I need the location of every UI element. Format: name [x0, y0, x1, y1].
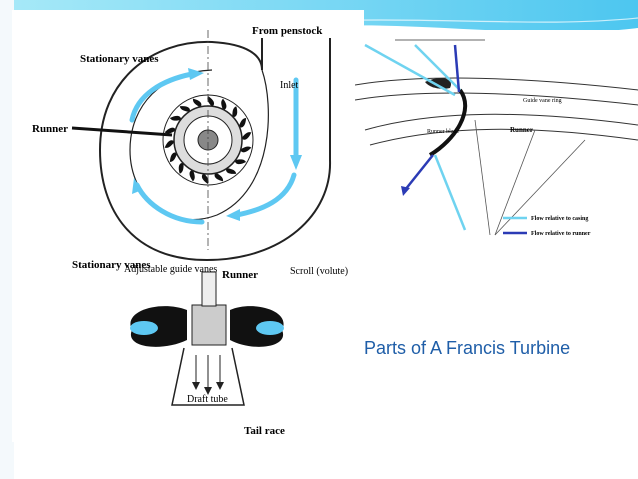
label-stationary-vanes-top: Stationary vanes: [80, 53, 159, 65]
slide-caption: Parts of A Francis Turbine: [364, 338, 571, 358]
label-runner-bottom: Runner: [222, 269, 258, 281]
guide-vane: [225, 167, 237, 174]
turbine-section: [130, 271, 284, 406]
label-runner-blade: Runner blade: [427, 129, 459, 135]
guide-vane: [189, 169, 195, 182]
guide-vane: [238, 118, 247, 128]
runner-arc: [364, 113, 638, 131]
label-inlet: Inlet: [280, 80, 299, 91]
label-adjustable-guide-vanes: Adjustable guide vanes: [124, 264, 217, 275]
guide-vane: [201, 173, 209, 184]
label-from-penstock: From penstock: [252, 25, 323, 37]
runner-blade: [428, 88, 468, 157]
legend-casing-label: Flow relative to casing: [531, 216, 588, 222]
velocity-triangle-diagram: Guide vane ring Runner Runner blade Flow…: [354, 30, 638, 243]
draft-tube: [171, 347, 245, 406]
runner-hub: [191, 304, 227, 346]
francis-turbine-drawing: From penstock Stationary vanes Inlet Run…: [32, 25, 348, 437]
legend-runner-label: Flow relative to runner: [531, 231, 591, 237]
guide-vane: [241, 132, 252, 140]
scroll-casing: [98, 38, 332, 262]
guide-vane: [239, 146, 252, 153]
guide-vane: [232, 106, 238, 118]
label-tail-race: Tail race: [244, 425, 285, 437]
guide-vane: [192, 98, 202, 108]
shaft: [201, 271, 217, 307]
guide-vane: [164, 127, 177, 134]
guide-vane: [164, 140, 175, 148]
guide-vane: [221, 98, 227, 111]
flow-arrows: [129, 71, 299, 225]
label-guide-vane-ring: Guide vane ring: [523, 98, 562, 104]
label-draft-tube: Draft tube: [187, 394, 228, 405]
stationary-vanes: [162, 94, 254, 186]
guide-vane: [234, 159, 247, 165]
runner-pointer: [71, 126, 173, 137]
guide-vane: [207, 96, 215, 107]
guide-vane: [178, 162, 184, 174]
label-runner: Runner: [510, 126, 533, 134]
guide-vane: [214, 172, 224, 182]
guide-vane: [169, 152, 178, 162]
velocity-triangle-drawing: Guide vane ring Runner Runner blade Flow…: [354, 39, 638, 237]
francis-turbine-diagram: From penstock Stationary vanes Inlet Run…: [12, 10, 364, 442]
label-runner-left: Runner: [32, 123, 68, 135]
guide-vane-ring-arc: [354, 77, 638, 91]
guide-vane: [169, 115, 182, 121]
label-scroll: Scroll (volute): [290, 266, 348, 277]
guide-vane: [179, 106, 191, 113]
label-stationary-vanes-bottom: Stationary vanes: [72, 259, 151, 271]
